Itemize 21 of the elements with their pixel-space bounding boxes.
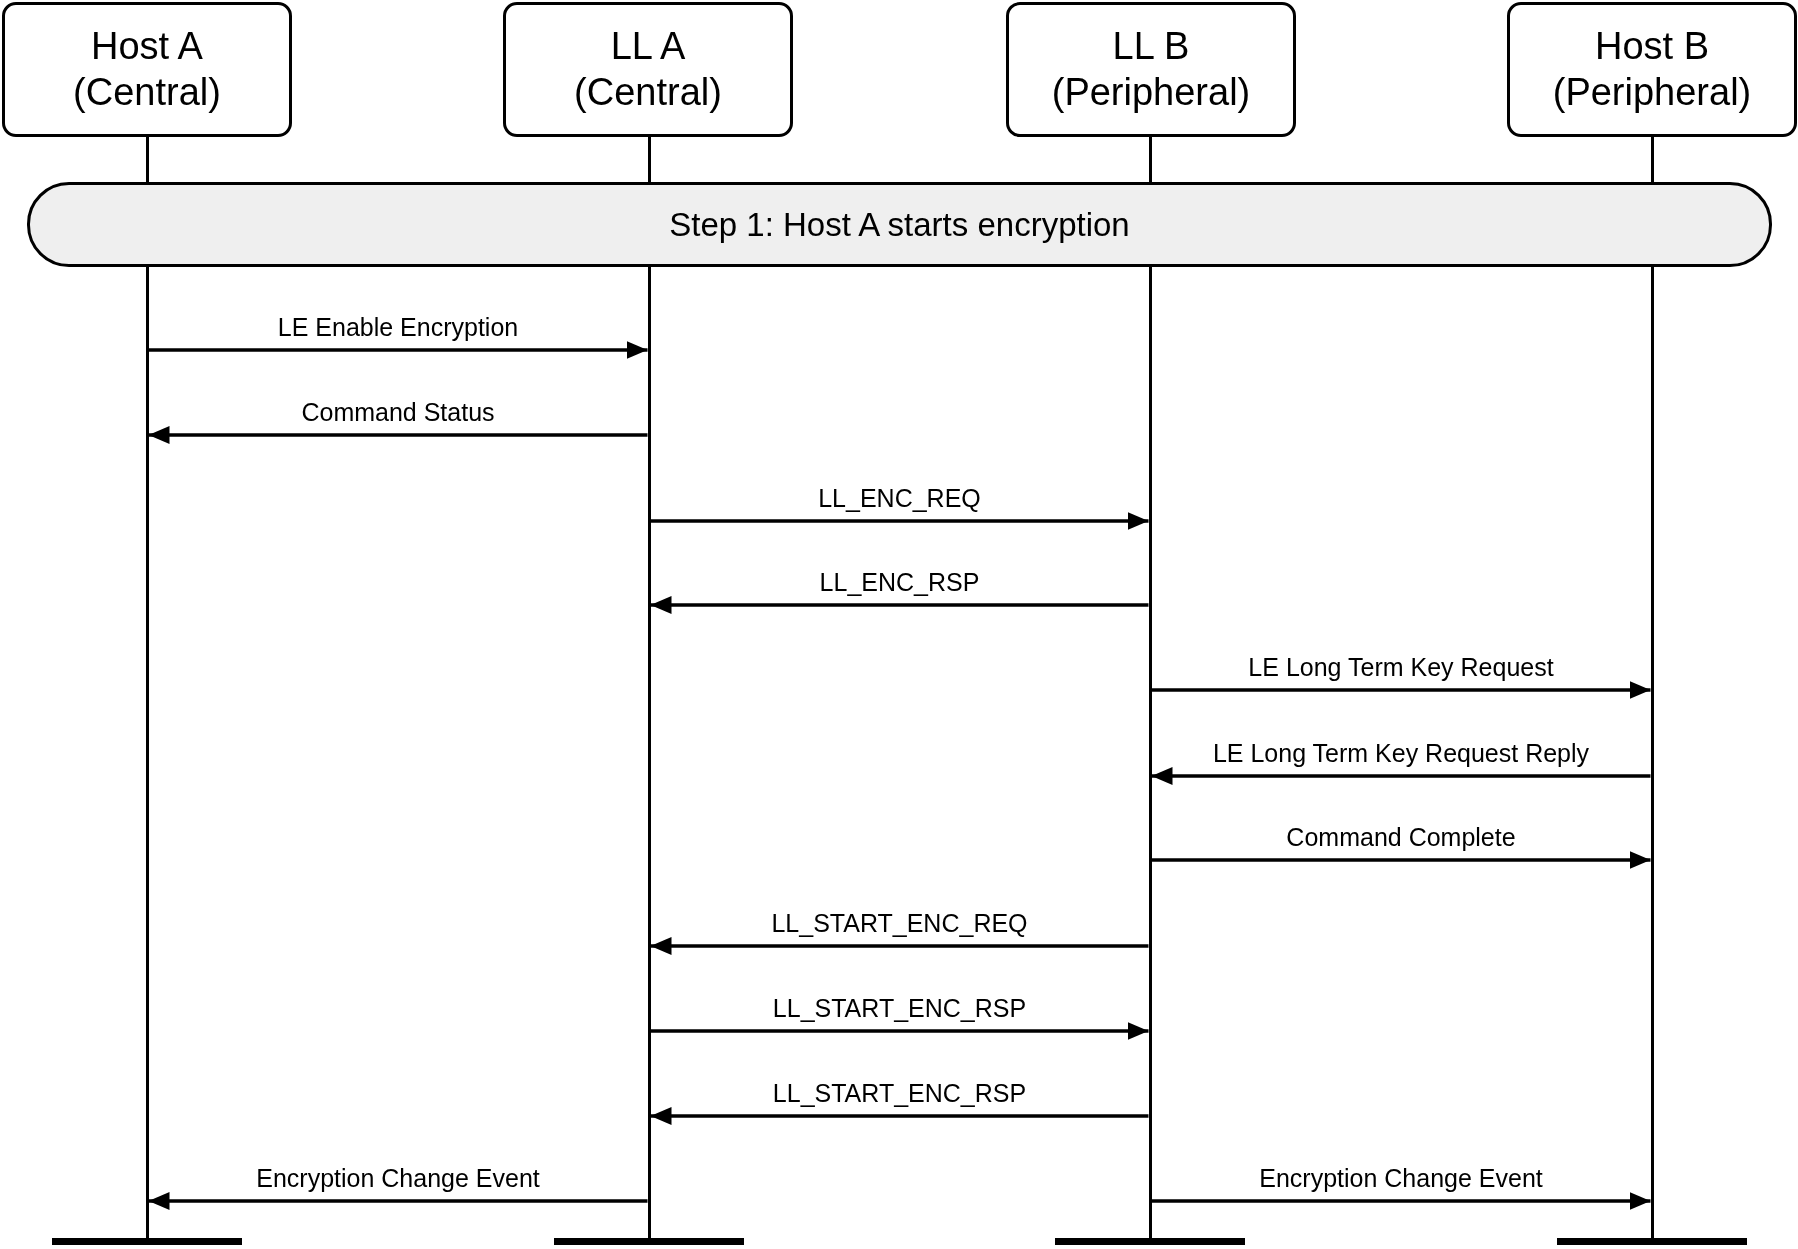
message-arrow (1151, 851, 1651, 869)
step-banner: Step 1: Host A starts encryption (27, 182, 1772, 267)
message-arrow (650, 1107, 1149, 1125)
message-arrow (650, 512, 1149, 530)
message-arrow (148, 426, 648, 444)
participant-box: LL B (Peripheral) (1006, 2, 1296, 137)
message-arrow (148, 1192, 648, 1210)
lifeline (1650, 137, 1654, 1240)
message-arrow (650, 937, 1149, 955)
participant-box: Host A (Central) (2, 2, 292, 137)
message-arrow (650, 1022, 1149, 1040)
participant-box: Host B (Peripheral) (1507, 2, 1797, 137)
participant-box: LL A (Central) (503, 2, 793, 137)
message-arrow (1151, 767, 1651, 785)
message-arrow (1151, 681, 1651, 699)
lifeline (1148, 137, 1152, 1240)
lifeline (145, 137, 149, 1240)
message-arrow (1151, 1192, 1651, 1210)
message-arrow (650, 596, 1149, 614)
message-arrow (148, 341, 648, 359)
lifeline (647, 137, 651, 1240)
